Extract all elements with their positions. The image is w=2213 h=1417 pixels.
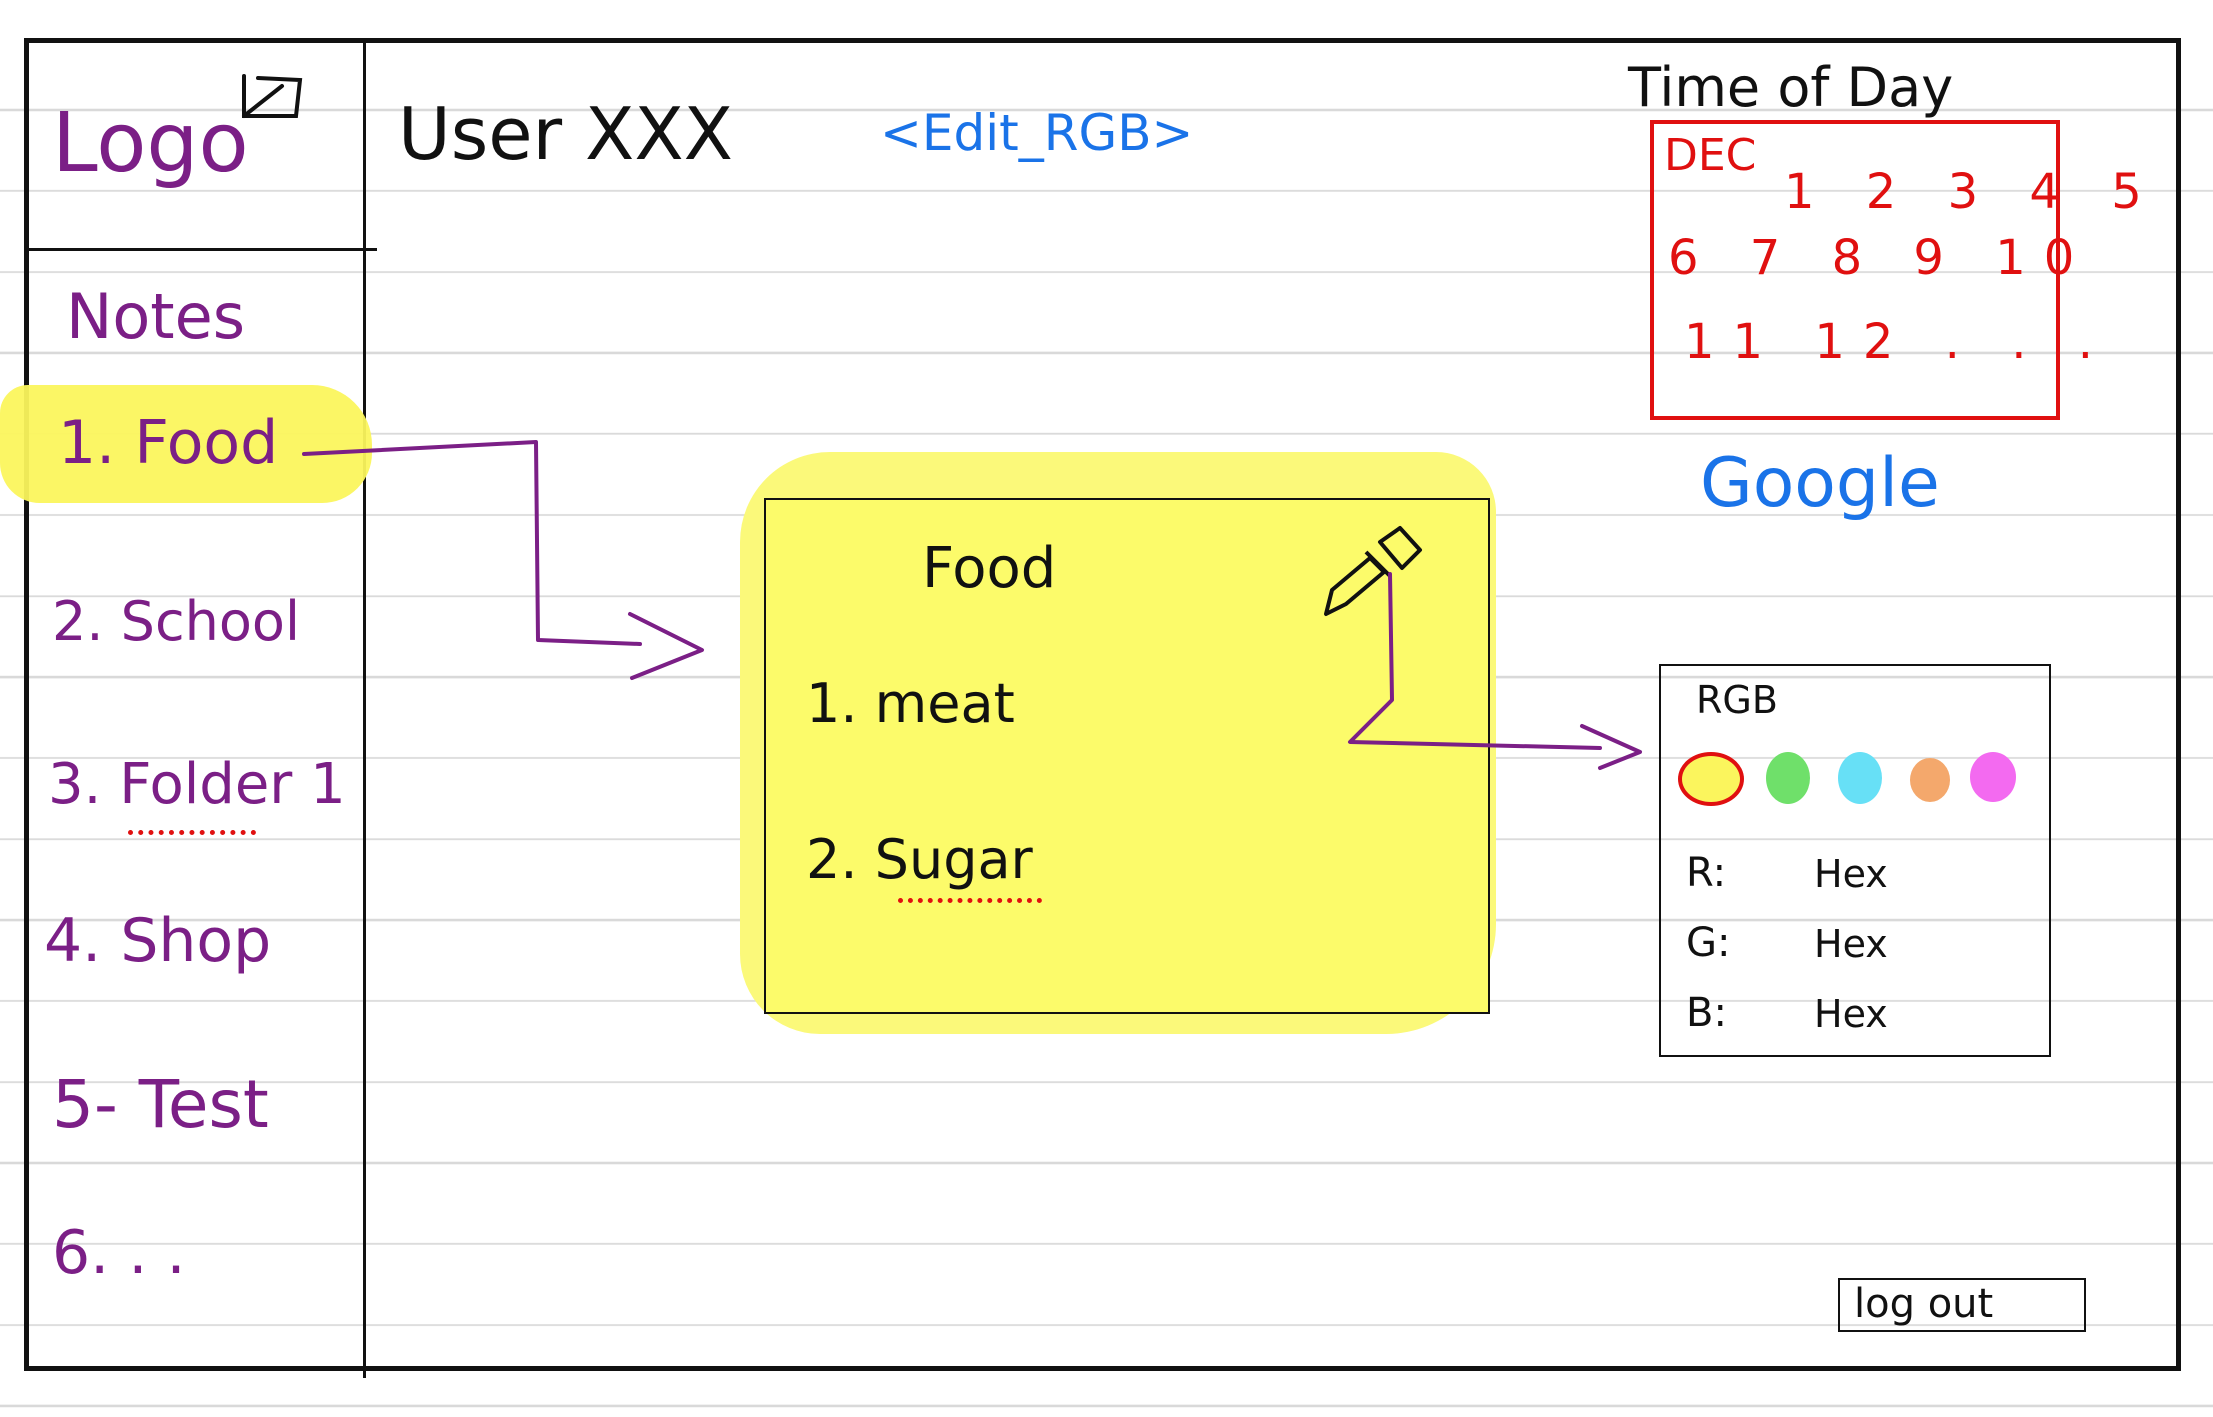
spellcheck-underline [128,830,256,835]
swatch-yellow[interactable] [1678,752,1744,806]
rgb-title: RGB [1696,678,1778,722]
sidebar-divider [363,38,366,1378]
calendar-widget [1650,120,2060,420]
logo-divider [24,248,377,251]
notes-title: Notes [66,280,246,353]
calendar-days-row[interactable]: 11 12 . . . [1684,314,2111,370]
r-hex-value[interactable]: Hex [1814,852,1888,896]
b-label: B: [1686,990,1727,1036]
edit-rgb-link[interactable]: <Edit_RGB> [880,104,1194,162]
sidebar-item-more[interactable]: 6. . . [52,1218,186,1288]
time-of-day-label: Time of Day [1628,56,1954,119]
logout-button[interactable]: log out [1838,1278,2086,1332]
b-hex-value[interactable]: Hex [1814,992,1888,1036]
logo[interactable]: Logo [52,96,249,191]
user-name: User XXX [398,92,733,176]
sidebar-item-shop[interactable]: 4. Shop [44,906,272,976]
google-link[interactable]: Google [1700,444,1940,523]
sidebar-item-folder-1[interactable]: 3. Folder 1 [48,752,346,817]
note-title: Food [922,536,1057,601]
calendar-days-row[interactable]: 6 7 8 9 10 [1668,230,2093,286]
note-item[interactable]: 2. Sugar [806,828,1033,891]
sidebar-item-school[interactable]: 2. School [52,590,300,653]
spellcheck-underline [898,898,1042,903]
edit-icon[interactable] [238,70,304,122]
sidebar-item-food[interactable]: 1. Food [58,408,279,478]
rgb-panel [1659,664,2051,1057]
app-frame [24,38,2181,1371]
swatch-orange[interactable] [1910,758,1950,802]
r-label: R: [1686,850,1727,896]
swatch-cyan[interactable] [1838,752,1882,804]
g-hex-value[interactable]: Hex [1814,922,1888,966]
calendar-month: DEC [1664,130,1757,181]
note-item[interactable]: 1. meat [806,672,1015,735]
swatch-green[interactable] [1766,752,1810,804]
swatch-pink[interactable] [1970,752,2016,802]
eyedropper-icon[interactable] [1310,520,1430,620]
calendar-days-row[interactable]: 1 2 3 4 5 [1784,164,2160,220]
g-label: G: [1686,920,1731,966]
sidebar-item-test[interactable]: 5- Test [52,1066,269,1143]
